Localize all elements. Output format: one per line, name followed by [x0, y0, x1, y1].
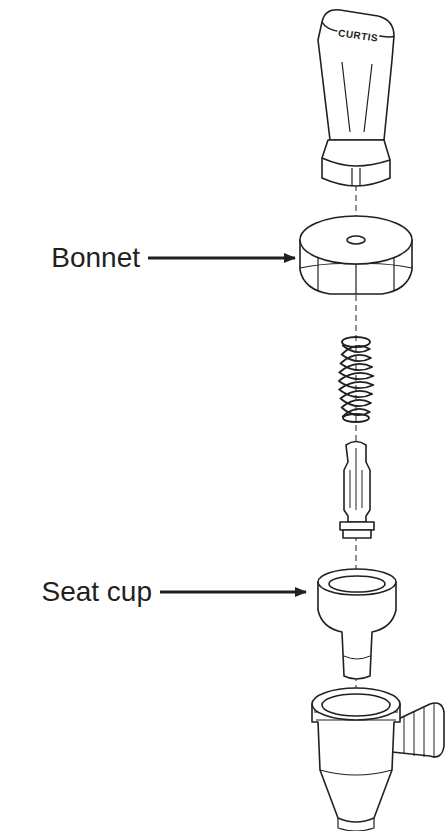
part-label: Seat cup: [41, 578, 152, 606]
spring-coil: [340, 390, 372, 399]
spring-coil: [339, 381, 374, 390]
part-label: Bonnet: [51, 244, 140, 272]
spring-coil: [339, 372, 374, 381]
spring-coil: [343, 414, 369, 422]
spring-coil: [342, 345, 370, 354]
spring-coil: [341, 399, 371, 408]
spring-coil: [340, 363, 372, 372]
spring-coil: [341, 354, 371, 363]
